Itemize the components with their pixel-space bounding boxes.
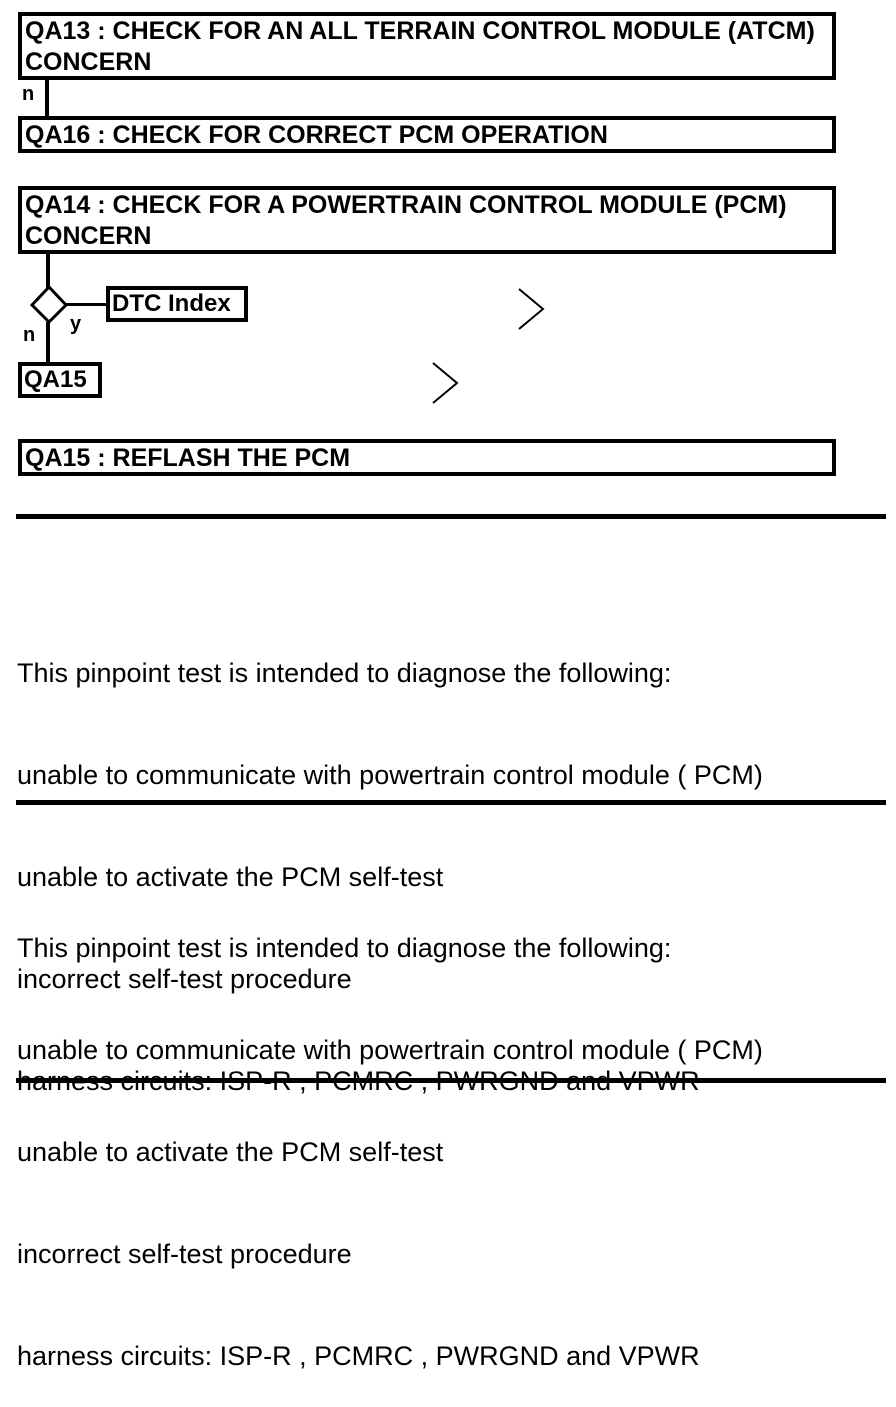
description-line: unable to activate the PCM self-test [17,1137,444,1167]
connector-line [46,322,50,364]
branch-no-label: n [22,83,35,105]
chevron-right-icon[interactable] [516,288,546,330]
step-qa13-title: QA13 : CHECK FOR AN ALL TERRAIN CONTROL … [25,17,815,76]
connector-line [45,80,49,116]
dtc-index-label: DTC Index [112,290,231,317]
connector-line [46,254,50,288]
divider [16,1078,886,1083]
description-line: unable to activate the PCM self-test [17,862,444,892]
decision-diamond-icon [29,284,69,325]
branch-yes-label: y [70,313,82,335]
dtc-index-link[interactable]: DTC Index [106,286,248,322]
description-line: incorrect self-test procedure [17,964,352,994]
description-line: This pinpoint test is intended to diagno… [17,658,672,688]
step-qa14-box[interactable]: QA14 : CHECK FOR A POWERTRAIN CONTROL MO… [18,186,836,254]
branch-no-label: n [23,324,36,346]
description-line: harness circuits: ISP-R , PCMRC , PWRGND… [17,1341,700,1371]
description-line: This pinpoint test is intended to diagno… [17,933,672,963]
step-qa15-box[interactable]: QA15 : REFLASH THE PCM [18,439,836,476]
step-qa14-title: QA14 : CHECK FOR A POWERTRAIN CONTROL MO… [25,191,787,250]
description-line: incorrect self-test procedure [17,1239,352,1269]
description-line: unable to communicate with powertrain co… [17,1035,763,1065]
step-qa15-title: QA15 : REFLASH THE PCM [25,444,351,472]
chevron-right-icon[interactable] [430,362,460,404]
connector-line [66,303,108,306]
description-line: unable to communicate with powertrain co… [17,760,763,790]
step-qa16-title: QA16 : CHECK FOR CORRECT PCM OPERATION [25,121,608,149]
qa15-link-label: QA15 [24,366,87,393]
divider [16,800,886,805]
description-block: This pinpoint test is intended to diagno… [17,863,763,1407]
divider [16,514,886,519]
step-qa16-box[interactable]: QA16 : CHECK FOR CORRECT PCM OPERATION [18,116,836,153]
qa15-link[interactable]: QA15 [18,362,102,398]
step-qa13-box[interactable]: QA13 : CHECK FOR AN ALL TERRAIN CONTROL … [18,12,836,80]
